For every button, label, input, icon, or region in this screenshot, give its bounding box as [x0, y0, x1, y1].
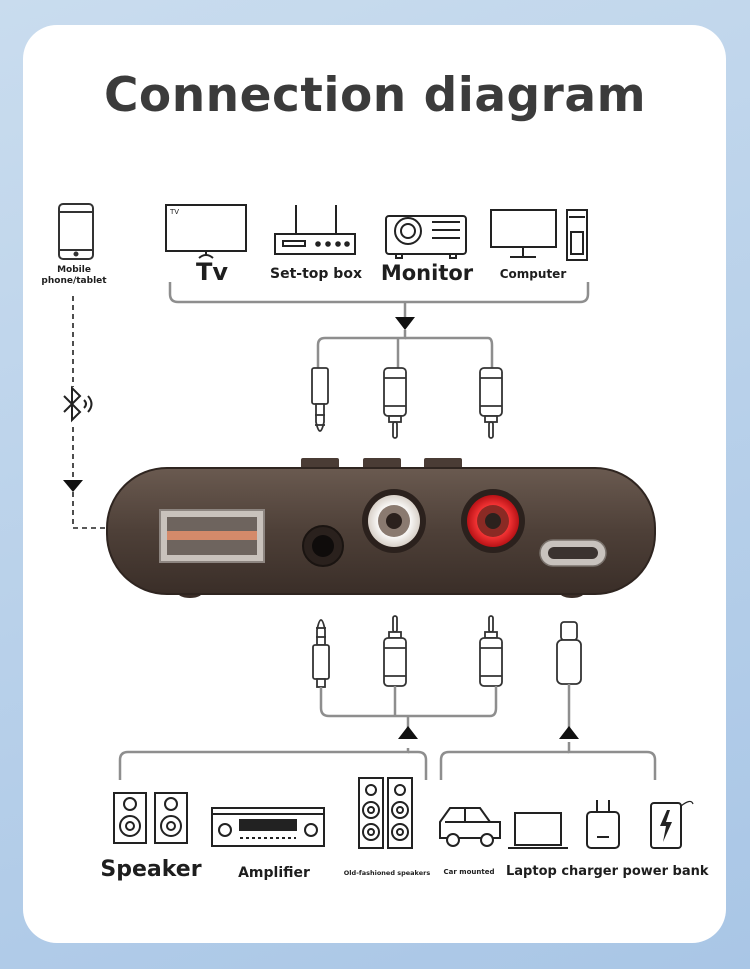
rca-jack-red — [461, 489, 525, 553]
usb-port — [159, 509, 265, 563]
bluetooth-link — [72, 296, 105, 529]
rca-plug-white-icon — [383, 367, 407, 439]
rca-plug-white-icon — [383, 615, 407, 687]
computer-label: Computer — [499, 267, 567, 281]
page-title: Connection diagram — [103, 68, 647, 123]
old-fashioned-speakers-label: Old-fashioned speakers — [343, 869, 431, 877]
power-bank-icon — [650, 800, 694, 849]
aux-jack — [302, 525, 344, 567]
rca-jack-white — [362, 489, 426, 553]
old-fashioned-speakers-icon — [358, 777, 413, 849]
rca-plug-red-icon — [479, 615, 503, 687]
adapter-device — [106, 458, 656, 598]
speaker-label: Speaker — [100, 857, 202, 882]
arrow-down-icon — [395, 317, 415, 330]
mobile-label-line2: phone/tablet — [41, 276, 107, 286]
mobile-label-line1: Mobile — [57, 265, 91, 275]
computer-icon — [490, 209, 588, 261]
car-icon — [439, 807, 501, 847]
charger-icon — [586, 800, 620, 849]
laptop-icon — [508, 812, 568, 849]
bluetooth-icon — [63, 385, 93, 423]
projector-icon — [385, 215, 467, 259]
usb-c-plug-icon — [556, 621, 582, 685]
speaker-icon — [113, 792, 188, 844]
aux-plug-icon — [312, 619, 330, 688]
mobile-phone-icon — [58, 203, 94, 260]
input-connector-lines — [168, 282, 590, 368]
amplifier-icon — [211, 807, 325, 847]
car-mounted-label: Car mounted — [443, 868, 495, 876]
monitor-label: Monitor — [380, 261, 474, 285]
tv-label: Tv — [195, 258, 228, 286]
output-connector-lines — [118, 684, 657, 780]
rca-plug-red-icon — [479, 367, 503, 439]
tv-icon — [165, 204, 247, 259]
arrow-down-icon — [63, 480, 83, 492]
chargers-label: Laptop charger power bank — [506, 864, 709, 879]
arrow-up-icon — [559, 726, 579, 739]
amplifier-label: Amplifier — [238, 865, 310, 881]
set-top-box-label: Set-top box — [270, 266, 362, 282]
aux-plug-icon — [311, 367, 329, 432]
arrow-up-icon — [398, 726, 418, 739]
set-top-box-icon — [274, 205, 356, 255]
tv-screen-label: TV — [170, 208, 180, 216]
usb-c-port — [539, 539, 607, 567]
